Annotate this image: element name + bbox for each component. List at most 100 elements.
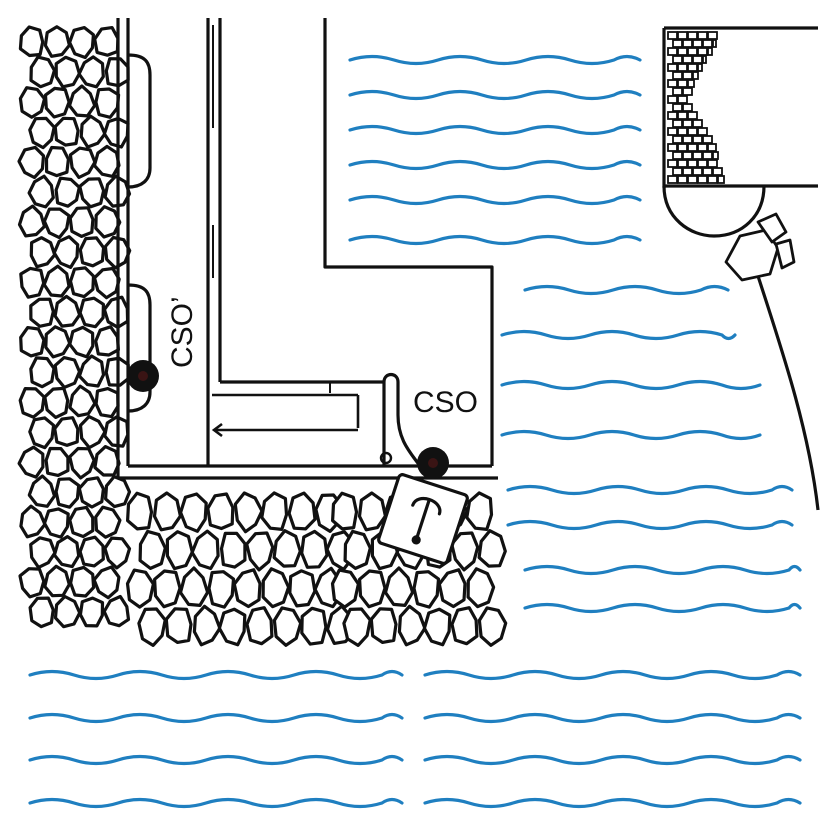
stairs-arrow-head: [211, 422, 223, 438]
stone: [357, 491, 387, 532]
stone: [343, 529, 372, 571]
stone: [53, 294, 82, 328]
brick: [677, 175, 688, 184]
stone: [465, 491, 494, 532]
cso-outfall: [382, 372, 422, 467]
brick: [707, 175, 718, 184]
stone: [272, 529, 302, 568]
brick: [697, 31, 708, 40]
stone: [18, 25, 45, 58]
brick: [692, 55, 703, 64]
stairs: [211, 393, 360, 438]
stone: [18, 387, 46, 419]
brick: [667, 47, 678, 56]
wave-line: [423, 712, 802, 724]
brick: [697, 127, 708, 136]
stone: [68, 325, 95, 359]
stone: [67, 84, 97, 118]
brick: [702, 151, 713, 160]
stone: [102, 295, 130, 329]
brick: [682, 151, 693, 160]
brick: [682, 167, 693, 176]
brick: [687, 159, 698, 168]
stone: [422, 607, 452, 647]
cso-prime-marker-dot: [138, 371, 148, 381]
cso-marker-dot: [428, 458, 438, 468]
stone: [43, 86, 71, 119]
stone: [92, 266, 121, 300]
shore-rocks: [724, 212, 796, 282]
brick: [712, 167, 723, 176]
brick: [692, 167, 703, 176]
stone: [330, 568, 360, 609]
stone: [94, 387, 120, 419]
stone: [207, 570, 236, 609]
brick: [672, 135, 683, 144]
stone: [94, 325, 121, 357]
brick: [687, 143, 698, 152]
brick: [697, 159, 708, 168]
stone: [29, 297, 55, 328]
stone: [233, 491, 264, 534]
shore-rock-top: [756, 212, 788, 244]
stone: [53, 116, 80, 147]
stone: [29, 236, 57, 269]
stone: [94, 87, 121, 119]
stone: [17, 445, 45, 479]
stone: [68, 266, 96, 299]
brick: [672, 39, 683, 48]
wave-line: [500, 329, 737, 341]
stone: [450, 606, 479, 646]
stone: [152, 491, 182, 532]
stone: [342, 607, 372, 648]
stone: [43, 564, 71, 598]
stone: [77, 354, 106, 388]
stone: [103, 415, 130, 448]
stone: [331, 491, 359, 531]
stone: [178, 566, 210, 608]
brick: [697, 63, 703, 72]
wave-line: [348, 159, 642, 171]
stone: [466, 567, 496, 609]
stone: [92, 565, 121, 600]
anchor-icon: [411, 496, 442, 545]
wave-line: [348, 54, 642, 66]
brick: [687, 31, 698, 40]
quay-structure: [116, 18, 498, 480]
stone: [217, 607, 247, 647]
shore-rock-right: [774, 238, 796, 270]
brick: [667, 127, 678, 136]
brick: [697, 175, 708, 184]
brick: [667, 175, 678, 184]
stone: [54, 176, 81, 208]
stone: [27, 474, 57, 508]
wave-line: [500, 379, 762, 391]
stone: [153, 569, 182, 609]
brick: [672, 71, 683, 80]
brick: [672, 55, 683, 64]
brick: [712, 39, 717, 48]
stone: [383, 566, 415, 608]
stone: [245, 606, 274, 646]
stone: [78, 296, 106, 329]
brick: [667, 79, 678, 88]
brick: [692, 135, 703, 144]
stone: [300, 606, 328, 646]
brick: [667, 95, 678, 104]
brick: [682, 55, 693, 64]
wave-line: [423, 797, 802, 809]
brick: [687, 175, 698, 184]
stone: [103, 475, 132, 509]
drain-pipe-lower: [127, 283, 152, 413]
stone: [260, 491, 289, 532]
brick: [687, 111, 698, 120]
cso-prime-label: CSO’: [166, 296, 199, 368]
stone: [42, 507, 70, 539]
stone: [261, 567, 291, 609]
stone: [53, 356, 82, 389]
stone: [78, 596, 105, 628]
stone: [19, 504, 47, 539]
stone: [68, 206, 95, 238]
stone: [103, 536, 132, 570]
